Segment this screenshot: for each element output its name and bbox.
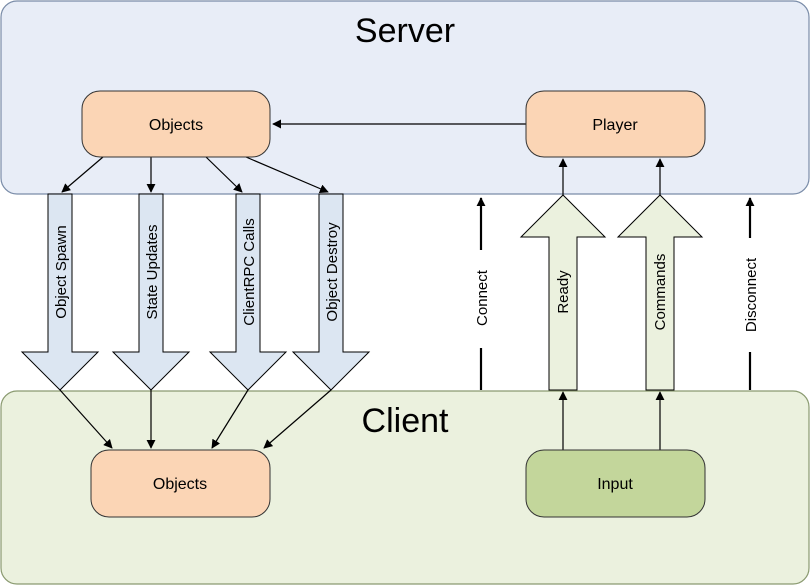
client-objects-box <box>90 449 271 518</box>
object-spawn-flow: Object Spawn <box>20 193 100 391</box>
clientrpc-calls-arrow <box>208 193 288 391</box>
disconnect-flow: Disconnect <box>743 197 760 390</box>
input-node: Input <box>525 449 706 518</box>
client-title: Client <box>362 402 449 440</box>
commands-arrow <box>616 194 704 391</box>
object-spawn-label: Object Spawn <box>53 225 70 318</box>
input-box <box>525 449 706 518</box>
destroy-to-client-objects-connector <box>263 389 332 449</box>
player-node: Player <box>525 90 706 158</box>
object-destroy-arrow <box>291 193 371 391</box>
object-destroy-label: Object Destroy <box>324 222 341 322</box>
client-objects-node: Objects <box>90 449 271 518</box>
object-spawn-arrow <box>20 193 100 391</box>
ready-flow: Ready <box>519 194 607 391</box>
client-region: Client <box>0 390 810 585</box>
connect-label: Connect <box>474 269 491 326</box>
objects-to-rpc-connector <box>205 156 243 193</box>
clientrpc-calls-label: ClientRPC Calls <box>241 218 258 326</box>
disconnect-label: Disconnect <box>743 257 760 332</box>
state-updates-arrow <box>111 193 191 391</box>
commands-flow: Commands <box>616 194 704 391</box>
commands-label: Commands <box>652 254 669 331</box>
player-box <box>525 90 706 158</box>
clientrpc-calls-flow: ClientRPC Calls <box>208 193 288 391</box>
object-destroy-flow: Object Destroy <box>291 193 371 391</box>
spawn-to-client-objects-connector <box>59 389 113 449</box>
connect-flow: Connect <box>474 197 491 390</box>
ready-arrow <box>519 194 607 391</box>
client-objects-label: Objects <box>153 476 207 493</box>
objects-to-destroy-connector <box>245 156 329 193</box>
objects-to-spawn-connector <box>61 156 104 193</box>
state-updates-label: State Updates <box>144 224 161 319</box>
rpc-to-client-objects-connector <box>211 389 249 449</box>
ready-label: Ready <box>555 270 572 314</box>
server-objects-node: Objects <box>81 90 271 158</box>
state-updates-flow: State Updates <box>111 193 191 391</box>
server-objects-label: Objects <box>149 117 203 134</box>
server-objects-box <box>81 90 271 158</box>
input-label: Input <box>597 476 633 493</box>
player-label: Player <box>592 117 638 134</box>
connectors <box>59 119 665 450</box>
client-region-box <box>0 390 810 585</box>
server-title: Server <box>355 12 455 50</box>
